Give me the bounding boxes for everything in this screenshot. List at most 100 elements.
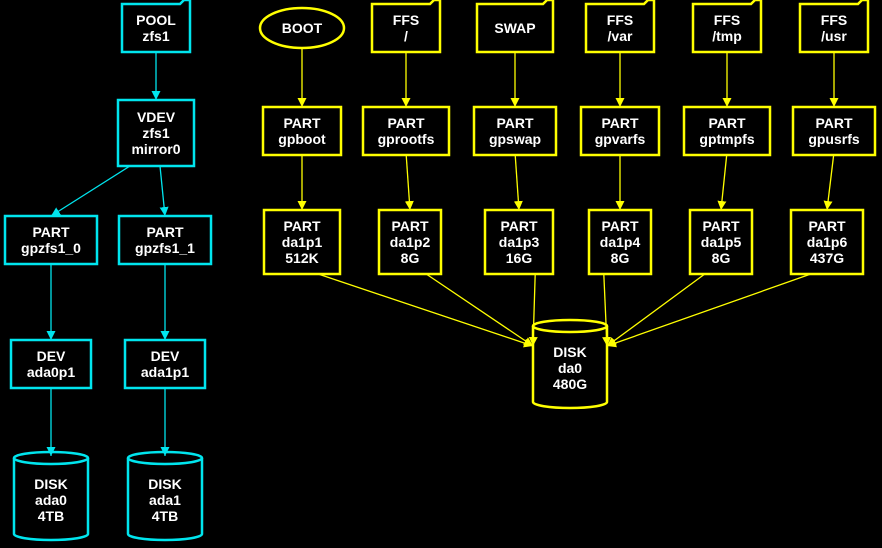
cylinder-rim: [531, 325, 609, 334]
box-shape: [116, 98, 196, 168]
node-label: gpswap: [489, 131, 541, 147]
box-shape: [377, 208, 443, 276]
node-label: PART: [601, 218, 639, 234]
node-ffs-usr: FFS/usr: [798, 0, 870, 54]
node-label: ada1: [149, 492, 181, 508]
node-label: BOOT: [282, 20, 323, 36]
node-label: DISK: [148, 476, 181, 492]
node-label: gpzfs1_0: [21, 240, 81, 256]
node-label: PART: [387, 115, 425, 131]
node-label: FFS: [607, 12, 633, 28]
box-shape: [688, 208, 754, 276]
node-label: 8G: [611, 250, 630, 266]
node-label: PART: [146, 224, 184, 240]
node-label: 8G: [712, 250, 731, 266]
node-label: da1p2: [390, 234, 431, 250]
folder-shape: [370, 0, 442, 54]
edge-da0p6-to-da0: [606, 273, 812, 348]
node-label: gprootfs: [378, 131, 435, 147]
node-label: DISK: [34, 476, 67, 492]
node-ffs-var: FFS/var: [584, 0, 656, 54]
node-label: 480G: [553, 376, 587, 392]
box-shape: [117, 214, 213, 266]
node-label: ada0p1: [27, 364, 75, 380]
node-label: da1p5: [701, 234, 742, 250]
folder-shape: [475, 0, 555, 54]
node-label: POOL: [136, 12, 176, 28]
box-shape: [472, 105, 558, 157]
node-label: 8G: [401, 250, 420, 266]
node-ffs-root: FFS/: [370, 0, 442, 54]
node-label: da1p1: [282, 234, 323, 250]
node-label: gpvarfs: [595, 131, 646, 147]
node-label: SWAP: [494, 20, 535, 36]
edge-gptmpfs-to-da0p5: [717, 154, 728, 211]
node-swap: SWAP: [475, 0, 555, 54]
box-shape: [3, 214, 99, 266]
node-label: da1p6: [807, 234, 848, 250]
node-label: 437G: [810, 250, 844, 266]
node-label: 512K: [285, 250, 318, 266]
node-label: PART: [702, 218, 740, 234]
box-shape: [9, 338, 93, 390]
node-label: DISK: [553, 344, 586, 360]
box-shape: [261, 105, 343, 157]
node-label: DEV: [37, 348, 66, 364]
box-shape: [361, 105, 451, 157]
node-label: PART: [500, 218, 538, 234]
node-label: zfs1: [142, 28, 169, 44]
box-shape: [587, 208, 653, 276]
node-label: zfs1: [142, 125, 169, 141]
node-label: ada1p1: [141, 364, 189, 380]
box-shape: [262, 208, 342, 276]
box-shape: [483, 208, 555, 276]
node-ffs-tmp: FFS/tmp: [691, 0, 763, 54]
node-label: gptmpfs: [699, 131, 754, 147]
node-label: gpzfs1_1: [135, 240, 195, 256]
node-label: PART: [32, 224, 70, 240]
node-label: gpusrfs: [808, 131, 860, 147]
box-shape: [123, 338, 207, 390]
box-shape: [791, 105, 877, 157]
node-label: mirror0: [131, 141, 180, 157]
node-label: PART: [391, 218, 429, 234]
edge-da0p1-to-da0: [317, 273, 534, 348]
edge-vdev-to-gpzfs1-1: [159, 165, 169, 217]
node-label: da0: [558, 360, 582, 376]
edge-vdev-to-gpzfs1-0: [50, 165, 131, 217]
node-label: FFS: [821, 12, 847, 28]
folder-shape: [584, 0, 656, 54]
node-label: 4TB: [38, 508, 64, 524]
node-label: /tmp: [712, 28, 742, 44]
node-label: 4TB: [152, 508, 178, 524]
edge-gprootfs-to-da0p2: [404, 154, 414, 211]
node-boot: BOOT: [258, 6, 346, 50]
node-label: FFS: [393, 12, 419, 28]
node-label: da1p4: [600, 234, 641, 250]
node-label: PART: [815, 115, 853, 131]
node-label: PART: [601, 115, 639, 131]
node-label: da1p3: [499, 234, 540, 250]
ellipse-shape: [258, 6, 346, 50]
node-label: PART: [808, 218, 846, 234]
node-label: ada0: [35, 492, 67, 508]
node-label: FFS: [714, 12, 740, 28]
node-label: 16G: [506, 250, 533, 266]
node-label: /usr: [821, 28, 847, 44]
